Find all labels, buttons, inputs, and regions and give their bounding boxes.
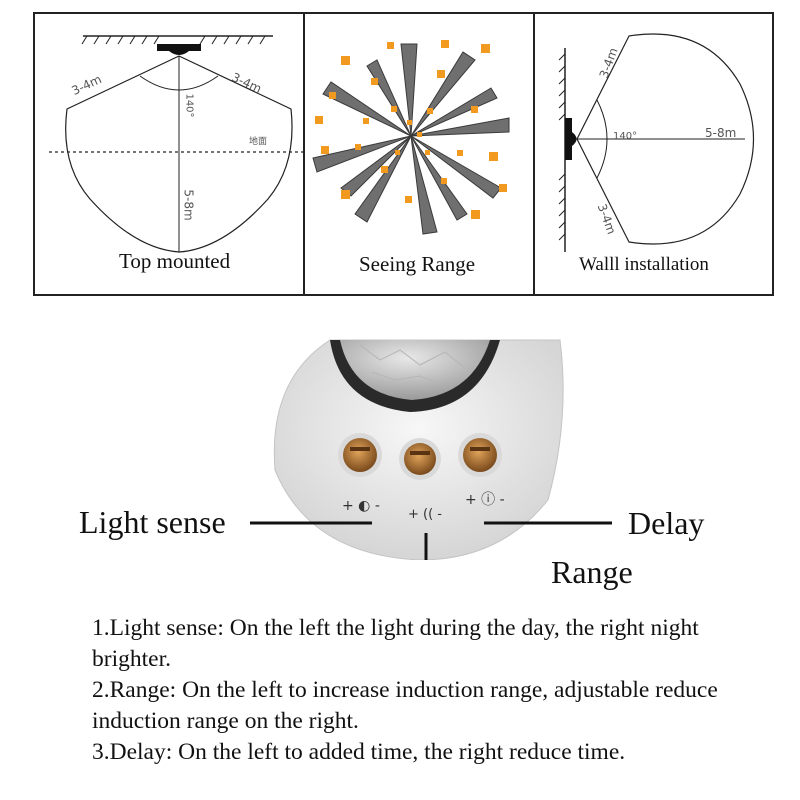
- light-sense-callout: Light sense: [79, 504, 226, 540]
- range-leader-line: [424, 533, 428, 560]
- top-mounted-diagram: [49, 35, 303, 253]
- panel-wall-installation: 3-4m 140° 5-8m 3-4m Walll installation: [535, 14, 772, 294]
- panel-divider: [303, 14, 305, 294]
- light-sense-knob: [338, 433, 382, 477]
- panel-seeing-range: Seeing Range: [305, 14, 533, 294]
- instruction-delay: 3.Delay: On the left to added time, the …: [92, 739, 626, 765]
- instructions: 1.Light sense: On the left the light dur…: [92, 613, 782, 768]
- horizontal-range-label: 5-8m: [705, 126, 737, 140]
- instruction-light-sense: 1.Light sense: On the left the light dur…: [92, 615, 699, 672]
- coverage-diagram-strip: 3-4m 3-4m 140° 地面 5-8m Top mounted: [33, 12, 774, 296]
- top-mounted-label: Top mounted: [119, 249, 231, 273]
- range-callout: Range: [551, 554, 633, 590]
- delay-callout: Delay: [628, 505, 705, 541]
- seeing-range-label: Seeing Range: [359, 252, 476, 276]
- panel-divider: [533, 14, 535, 294]
- instruction-range: 2.Range: On the left to increase inducti…: [92, 677, 718, 734]
- panel-top-mounted: 3-4m 3-4m 140° 地面 5-8m Top mounted: [35, 14, 303, 294]
- delay-symbol: + ⓘ -: [465, 492, 505, 508]
- sensor-housing-illustration: + ◐ - + (( - + ⓘ -: [250, 339, 612, 560]
- angle-label: 140°: [613, 131, 638, 142]
- seeing-range-diagram: [312, 40, 510, 235]
- light-sense-symbol: + ◐ -: [342, 498, 380, 514]
- delay-knob: [458, 433, 502, 477]
- ground-label: 地面: [249, 137, 268, 147]
- wall-installation-diagram: [558, 33, 754, 252]
- range-knob: [399, 438, 441, 480]
- wall-installation-label: Walll installation: [579, 254, 709, 275]
- range-symbol: + (( -: [408, 507, 442, 522]
